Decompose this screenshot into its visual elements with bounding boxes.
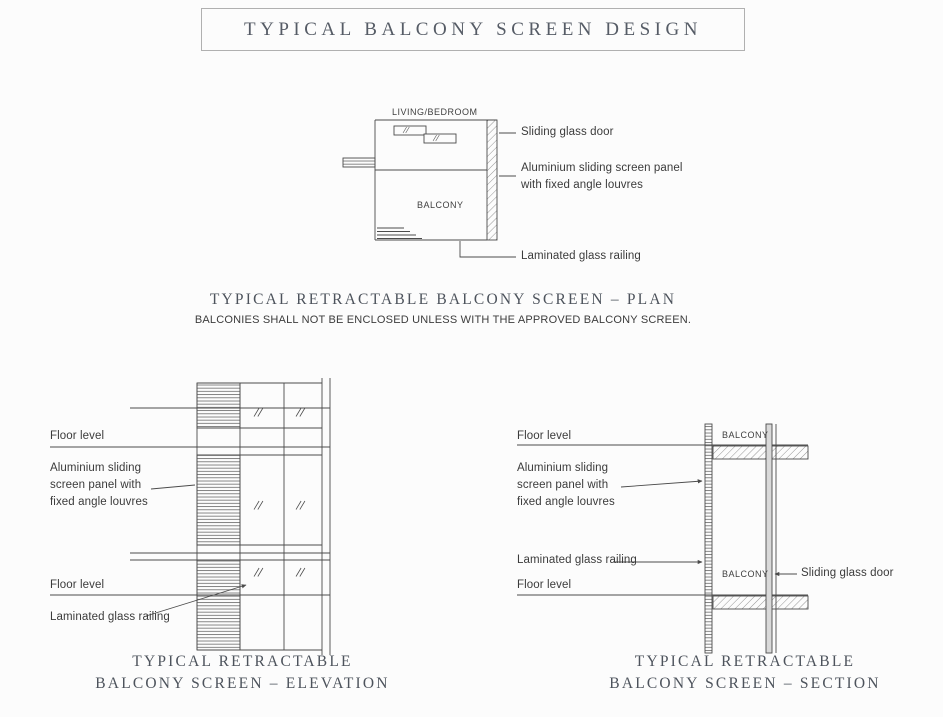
section-callout-floor-level-top: Floor level [517,430,572,442]
section-caption-line2: BALCONY SCREEN – SECTION [609,675,881,692]
section-callout-screen-panel: Aluminium sliding screen panel with fixe… [517,462,615,508]
title-box: TYPICAL BALCONY SCREEN DESIGN [201,8,745,51]
elevation-louvre-panel-middle [196,454,241,546]
elevation-louvre-panel-top [196,382,241,429]
elevation-callout-screen-panel: Aluminium sliding screen panel with fixe… [50,462,148,508]
section-drawing [517,423,809,654]
plan-callout-screen-panel: Aluminium sliding screen panel with fixe… [521,162,683,191]
elevation-callout-floor-level-bottom: Floor level [50,579,105,591]
section-caption: TYPICAL RETRACTABLE BALCONY SCREEN – SEC… [600,651,890,695]
plan-right-wall-hatch [486,119,498,241]
plan-balcony-label: BALCONY [417,200,464,210]
elevation-louvre-panel-bottom [196,559,241,651]
elevation-leader-railing [145,584,247,617]
section-leader-screen [620,479,703,488]
elevation-leader-screen [150,484,196,490]
elevation-caption: TYPICAL RETRACTABLE BALCONY SCREEN – ELE… [95,651,390,695]
elevation-caption-line1: TYPICAL RETRACTABLE [132,653,353,670]
section-balcony-label-top: BALCONY [722,430,769,440]
section-callout-floor-level-bottom: Floor level [517,579,572,591]
plan-drawing [342,119,516,258]
plan-callout-glass-railing: Laminated glass railing [521,250,641,262]
section-slab-top [712,445,809,460]
section-caption-line1: TYPICAL RETRACTABLE [634,653,856,670]
plan-room-label: LIVING/BEDROOM [392,107,478,117]
section-screen-strip [704,423,713,654]
plan-door-panel-1 [393,125,427,136]
plan-screen-stack [342,157,376,168]
section-balcony-label-bottom: BALCONY [722,569,769,579]
section-callout-sliding-glass-door: Sliding glass door [801,567,894,579]
elevation-caption-line2: BALCONY SCREEN – ELEVATION [95,675,390,692]
plan-leader-railing [459,241,516,258]
section-door-strip [765,423,773,654]
plan-note: BALCONIES SHALL NOT BE ENCLOSED UNLESS W… [194,314,692,326]
page-title: TYPICAL BALCONY SCREEN DESIGN [244,18,702,40]
plan-door-panel-2 [423,133,457,144]
plan-callout-sliding-glass-door: Sliding glass door [521,126,614,138]
elevation-callout-floor-level-top: Floor level [50,430,105,442]
elevation-callout-glass-railing: Laminated glass railing [50,611,170,623]
section-callout-glass-railing: Laminated glass railing [517,554,637,566]
section-slab-bottom [712,595,809,610]
elevation-drawing [50,378,331,655]
plan-caption: TYPICAL RETRACTABLE BALCONY SCREEN – PLA… [209,291,677,308]
